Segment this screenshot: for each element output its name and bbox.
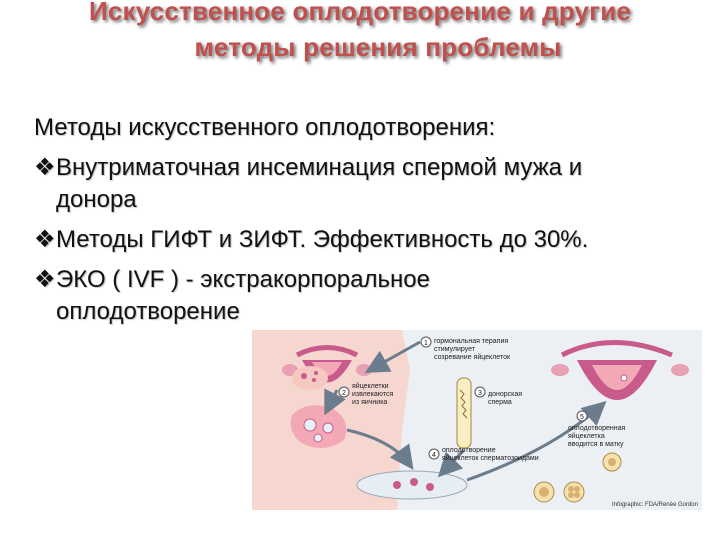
arrow-icon bbox=[364, 340, 421, 373]
list-item-text: Внутриматочная инсеминация спермой мужа … bbox=[56, 154, 583, 181]
arrow-icon bbox=[346, 428, 414, 470]
svg-text:вводится в матку: вводится в матку bbox=[568, 441, 624, 448]
svg-text:яйцеклетка: яйцеклетка bbox=[568, 432, 605, 440]
svg-text:4: 4 bbox=[432, 452, 436, 459]
svg-text:яйцеклеток сперматозоидами: яйцеклеток сперматозоидами bbox=[442, 454, 539, 462]
uterus-right-icon bbox=[551, 340, 689, 400]
svg-text:оплодотворенная: оплодотворенная bbox=[568, 425, 626, 432]
infographic-credit: Infographic: FDA/Renée Gordon bbox=[612, 502, 698, 508]
svg-text:извлекаются: извлекаются bbox=[352, 391, 393, 398]
page-title-line-2: методы решения проблемы bbox=[194, 32, 562, 62]
step-4-label: 4 оплодотворение яйцеклеток сперматозоид… bbox=[428, 447, 539, 462]
svg-text:5: 5 bbox=[580, 414, 584, 421]
diamond-bullet-icon: ❖ bbox=[34, 226, 56, 253]
svg-text:гормональная терапия: гормональная терапия bbox=[434, 338, 508, 345]
arrow-icon bbox=[466, 400, 607, 482]
svg-text:донорская: донорская bbox=[488, 391, 522, 398]
petri-dish-icon bbox=[356, 470, 468, 500]
list-item-text: Методы ГИФТ и ЗИФТ. Эффективность до 30%… bbox=[56, 226, 589, 253]
list-item: ❖Внутриматочная инсеминация спермой мужа… bbox=[34, 152, 704, 216]
page-title-line-1: Искусственное оплодотворение и другие bbox=[88, 0, 632, 26]
ivf-infographic: 1 гормональная терапия стимулирует созре… bbox=[252, 330, 702, 510]
svg-text:созревание яйцеклеток: созревание яйцеклеток bbox=[434, 353, 511, 361]
arrow-icon bbox=[324, 388, 346, 416]
list-item: ❖Методы ГИФТ и ЗИФТ. Эффективность до 30… bbox=[34, 224, 704, 256]
step-3-label: 3 донорская сперма bbox=[474, 386, 522, 406]
diamond-bullet-icon: ❖ bbox=[34, 266, 56, 293]
step-2-label: 2 яйцеклетки извлекаются из яичника bbox=[338, 382, 393, 406]
embryo-cell-icon bbox=[563, 481, 585, 503]
list-item-text: ЭКО ( IVF ) - экстракорпоральное bbox=[56, 266, 430, 293]
content-block: Методы искусственного оплодотворения: ❖В… bbox=[34, 112, 704, 336]
arrow-icon bbox=[437, 448, 466, 478]
follicle-tissue-icon bbox=[290, 405, 347, 449]
svg-text:оплодотворение: оплодотворение bbox=[442, 447, 496, 454]
step-1-label: 1 гормональная терапия стимулирует созре… bbox=[420, 336, 511, 361]
diamond-bullet-icon: ❖ bbox=[34, 154, 56, 181]
svg-text:яйцеклетки: яйцеклетки bbox=[352, 382, 389, 390]
list-item-text-cont: донора bbox=[56, 186, 137, 213]
embryo-cell-icon bbox=[533, 481, 555, 503]
test-tube-icon bbox=[456, 377, 472, 449]
svg-text:сперма: сперма bbox=[488, 399, 512, 406]
ovary-cell-icon bbox=[292, 366, 328, 390]
embryo-cell-icon bbox=[602, 452, 622, 472]
svg-text:из яичника: из яичника bbox=[352, 399, 387, 406]
svg-text:3: 3 bbox=[478, 390, 482, 397]
step-5-label: 5 оплодотворенная яйцеклетка вводится в … bbox=[568, 410, 626, 448]
svg-text:1: 1 bbox=[424, 340, 428, 347]
svg-text:2: 2 bbox=[342, 390, 346, 397]
list-item: ❖ЭКО ( IVF ) - экстракорпоральное оплодо… bbox=[34, 264, 704, 328]
list-item-text-cont: оплодотворение bbox=[56, 298, 240, 325]
svg-text:стимулирует: стимулирует bbox=[434, 346, 476, 353]
content-heading: Методы искусственного оплодотворения: bbox=[34, 114, 496, 141]
